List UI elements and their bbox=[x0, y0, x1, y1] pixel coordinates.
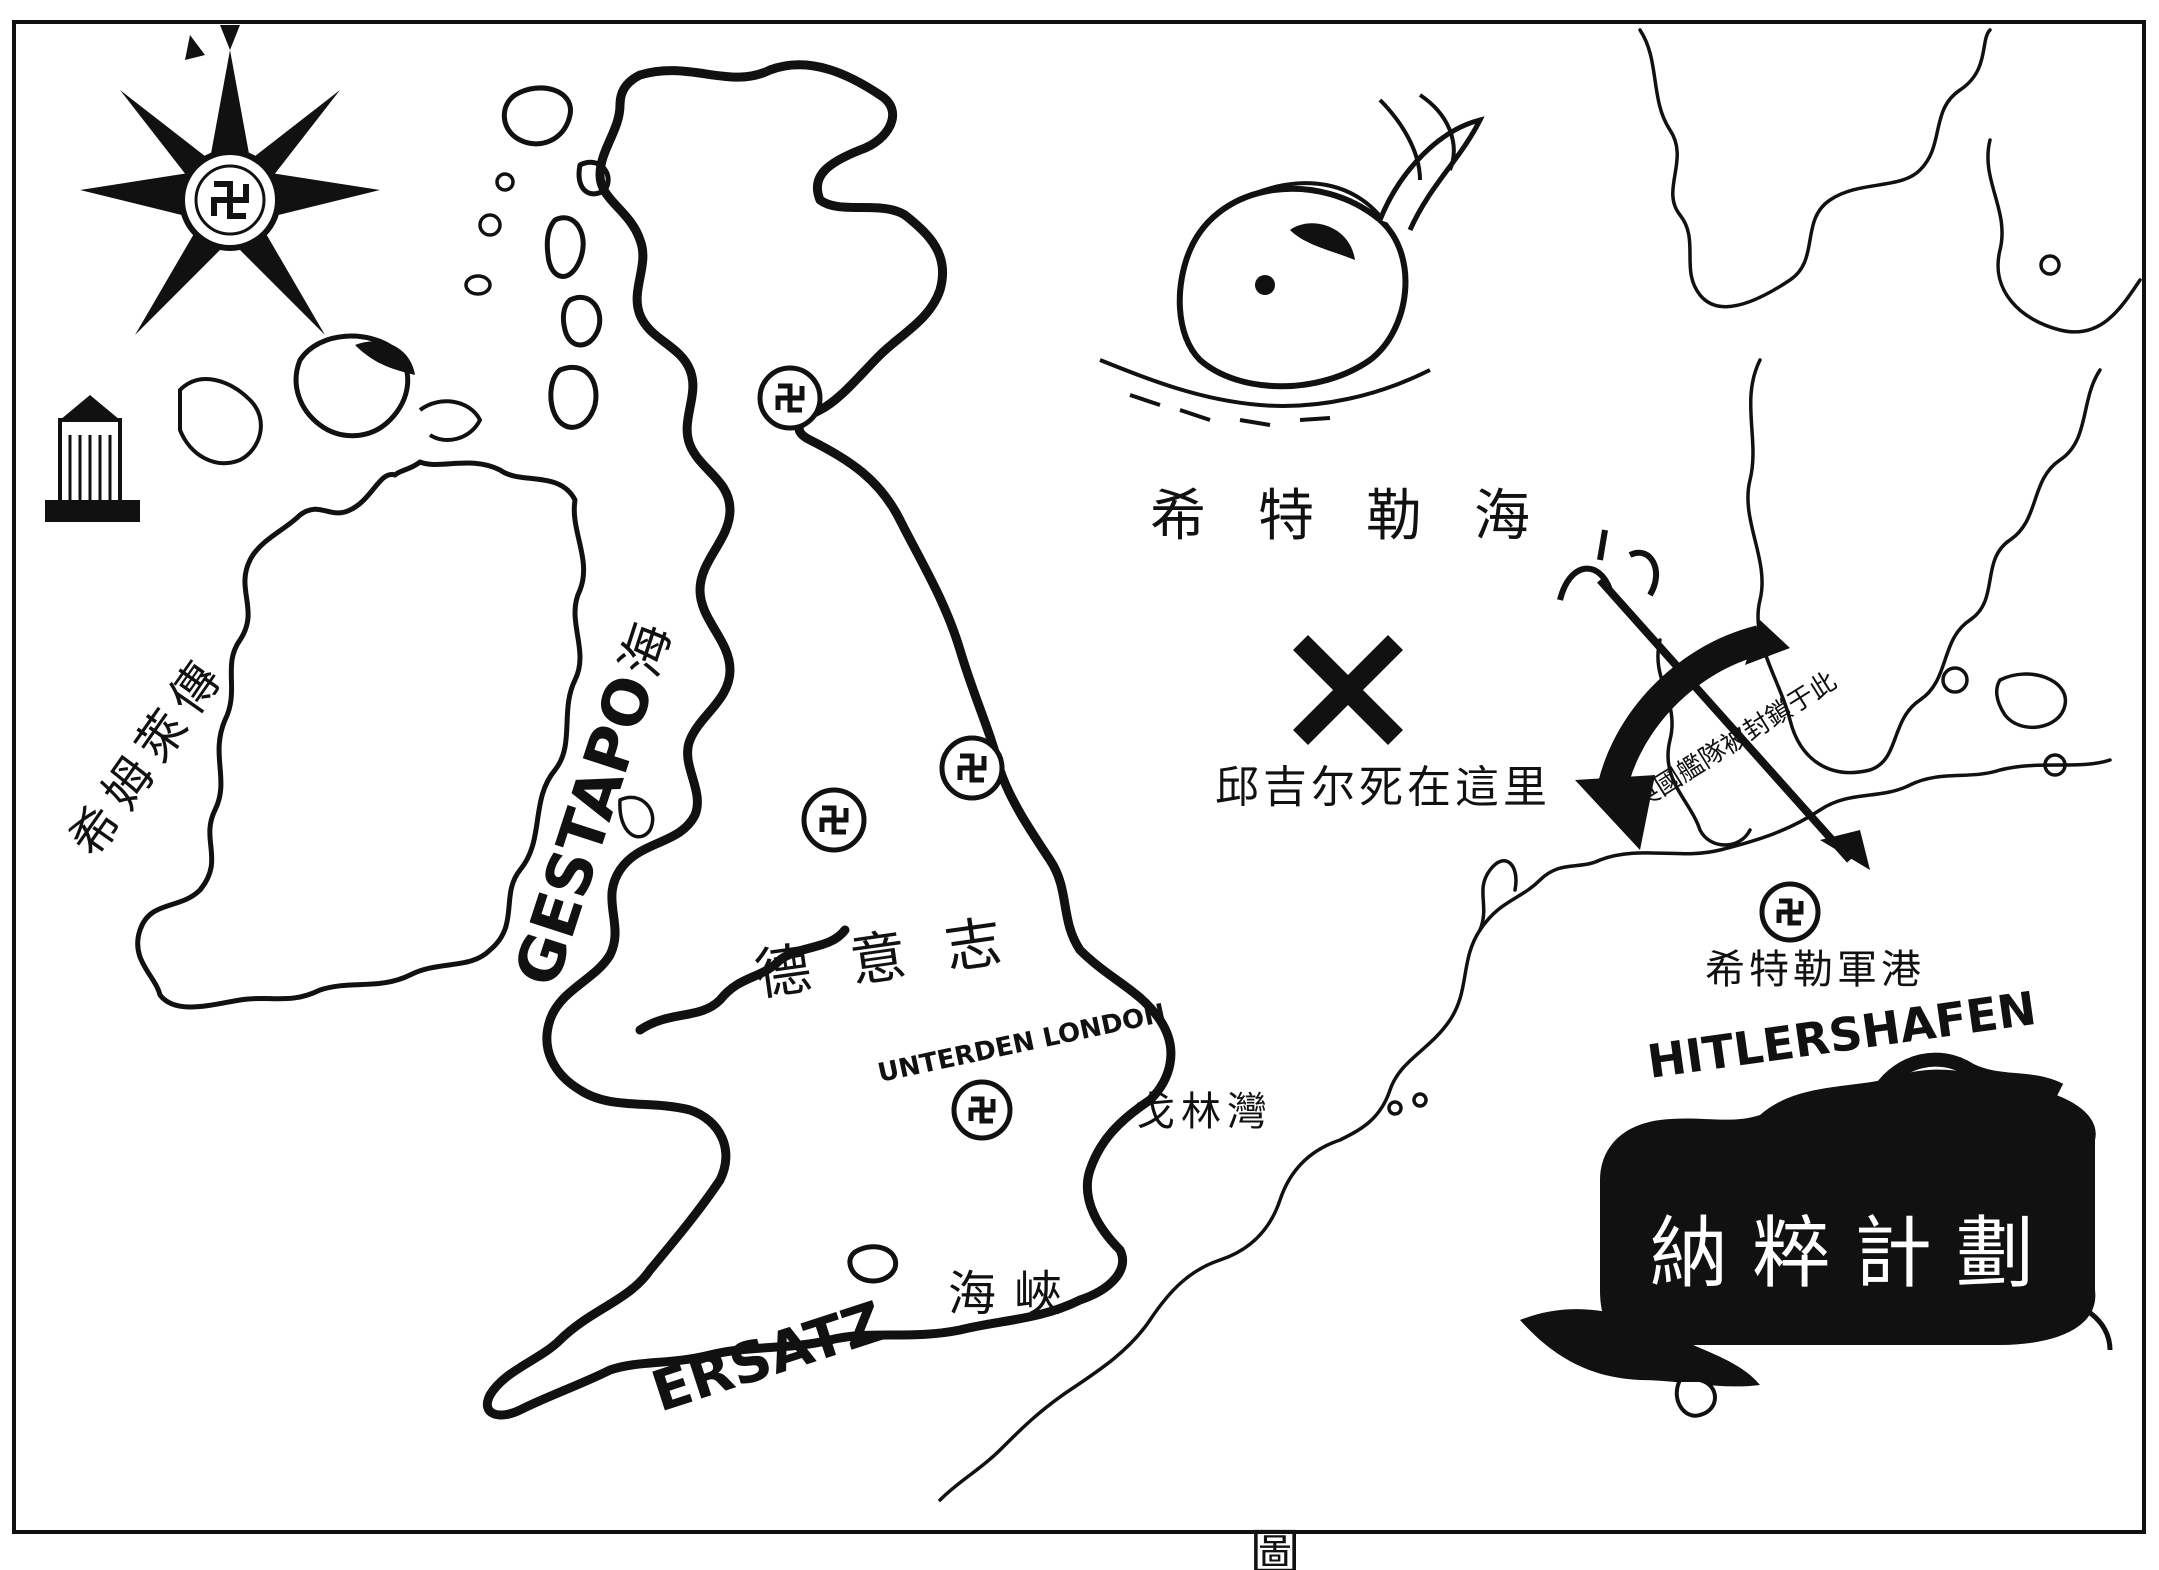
label-churchill-death: 邱吉尔死在這里 bbox=[1215, 762, 1551, 813]
swastika-emblem-hitlershafen bbox=[1759, 881, 1821, 943]
swastika-emblem-midlands bbox=[801, 787, 867, 853]
label-goering-bay: 戈林灣 bbox=[1135, 1089, 1273, 1135]
norway-west bbox=[1986, 138, 2142, 334]
small-island-2 bbox=[478, 213, 502, 237]
swastika-emblem-north-england bbox=[939, 735, 1005, 801]
small-island-1 bbox=[495, 172, 515, 192]
map-frame bbox=[12, 20, 2146, 1534]
isle-of-wight bbox=[847, 1244, 899, 1284]
continent-coast bbox=[938, 928, 1482, 1502]
britain-coast bbox=[482, 60, 1176, 1420]
swastika-emblem-scotland bbox=[757, 365, 823, 431]
sweden-coast bbox=[1746, 358, 2102, 775]
small-island-4 bbox=[618, 795, 655, 839]
trident-icon bbox=[1557, 529, 1870, 870]
channel-dot-2 bbox=[1412, 1092, 1428, 1108]
label-strait: 海峽 bbox=[948, 1266, 1080, 1322]
small-island-3 bbox=[464, 274, 492, 296]
norway-coast bbox=[1638, 28, 1992, 309]
label-london: UNTERDEN LONDON bbox=[875, 998, 1168, 1088]
baltic-island-4 bbox=[1994, 672, 2068, 730]
curved-arrow-tail-icon bbox=[1745, 620, 1790, 665]
label-bottom-caption: 圖 bbox=[1250, 1524, 1300, 1570]
compass-rose-icon bbox=[80, 25, 380, 335]
orkney-island bbox=[576, 159, 611, 197]
shetland-island bbox=[501, 85, 573, 147]
low-countries-coast bbox=[1478, 859, 1518, 932]
label-nazi-plan: 納粹計劃 bbox=[1650, 1209, 2058, 1299]
ireland-coast bbox=[135, 459, 587, 1010]
label-hitler-sea: 希特勒海 bbox=[1150, 484, 1582, 549]
curved-arrow-icon bbox=[1595, 625, 1764, 803]
baltic-island-2 bbox=[2043, 753, 2067, 777]
nazi-plan-banner bbox=[1520, 1052, 2113, 1418]
baltic-island-3 bbox=[2039, 254, 2061, 276]
curved-arrow-head-icon bbox=[1575, 775, 1655, 850]
hebrides-island-3 bbox=[548, 365, 599, 430]
fish-monster-icon bbox=[1099, 93, 1485, 427]
channel-dot-1 bbox=[1387, 1100, 1403, 1116]
swastika-emblem-london bbox=[951, 1079, 1013, 1141]
continent-coast-2 bbox=[1478, 758, 2112, 932]
label-ersatz: ERSATZ bbox=[644, 1289, 892, 1425]
building-icon bbox=[45, 395, 140, 522]
label-gestapo-latin: GESTAPO bbox=[500, 666, 669, 994]
hebrides-island-1 bbox=[544, 215, 586, 279]
x-marker-icon bbox=[1293, 635, 1403, 745]
baltic-island-1 bbox=[1941, 666, 1969, 694]
hebrides-island-2 bbox=[560, 294, 603, 348]
cartoon-figure-icon bbox=[178, 333, 483, 466]
wales-coast bbox=[635, 925, 850, 1035]
label-hitler-port-cn: 希特勒軍港 bbox=[1705, 947, 1925, 993]
label-germany: 德意志 bbox=[751, 904, 1045, 1008]
